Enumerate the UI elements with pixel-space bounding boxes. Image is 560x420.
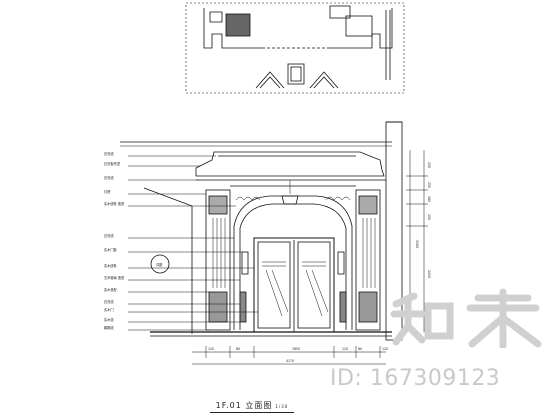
- carving-band: [235, 196, 351, 201]
- drawing-scale: 1/30: [275, 404, 289, 409]
- bottom-dimension: 80: [358, 347, 362, 351]
- plan-chair-left: [255, 71, 285, 89]
- plan-table: [287, 63, 305, 85]
- right-sconce: [337, 251, 345, 275]
- callout-label: 实木线: [104, 317, 114, 322]
- bottom-dimension: 120: [382, 347, 388, 351]
- right-dimension: 250: [427, 182, 431, 188]
- plan-view: [185, 2, 405, 94]
- detail-bubble-label: 详图: [156, 262, 162, 267]
- total-dimension: 4170: [286, 359, 294, 363]
- plan-chair-right: [309, 71, 339, 89]
- pendant-lamp: [281, 195, 299, 205]
- right-pilaster: [355, 189, 381, 331]
- bottom-dimension: 1650: [292, 347, 300, 351]
- right-dimension: 150: [427, 162, 431, 168]
- plan-wall-left: [203, 8, 262, 49]
- right-pilaster-ornament-bottom: [358, 291, 378, 323]
- detail-bubble: [150, 254, 170, 274]
- left-pilaster: [205, 189, 231, 331]
- callout-label: 灯槽: [104, 189, 111, 194]
- door-right-leaf: [297, 241, 331, 329]
- ceiling-profile: [195, 151, 385, 177]
- watermark-logo: 知末: [390, 288, 542, 348]
- plan-cabinet-right: [345, 15, 373, 37]
- plan-small-block: [209, 11, 223, 23]
- callout-label: 石膏线: [104, 175, 114, 180]
- door-left-leaf: [257, 241, 291, 329]
- bottom-dimensions: 120 80 1650 120 80 120: [208, 347, 388, 351]
- drawing-title: 1F.01 立面图: [215, 401, 273, 410]
- left-pilaster-ornament-top: [208, 195, 228, 215]
- right-dimension: 180: [427, 196, 431, 202]
- door-transoms: [262, 261, 326, 267]
- left-pilaster-ornament-bottom: [208, 291, 228, 323]
- elevation-view: [120, 121, 428, 365]
- right-pilaster-grooves: [362, 218, 376, 288]
- bottom-dimension: 120: [208, 347, 214, 351]
- leader-lines: [128, 155, 258, 331]
- left-pilaster-grooves: [212, 218, 226, 288]
- callout-label: 实木线条 造型: [104, 201, 125, 206]
- left-side-panel: [239, 291, 247, 323]
- callout-label: 实木门: [104, 307, 114, 312]
- callout-label: 石膏板吊顶: [104, 161, 121, 166]
- callout-label: 石膏线: [104, 233, 114, 238]
- plan-niche-right: [329, 5, 351, 19]
- callout-label: 实木造型: [104, 287, 118, 292]
- watermark-id: ID: 167309123: [330, 366, 501, 391]
- plan-column-left: [225, 13, 251, 37]
- left-sconce: [241, 251, 249, 275]
- dim-ticks-bottom: [205, 346, 381, 358]
- bottom-dimension: 80: [236, 347, 240, 351]
- callout-label: 实木门套: [104, 247, 118, 252]
- callout-label: 石膏线: [104, 299, 114, 304]
- callout-label: 艺术玻璃 造型: [104, 275, 125, 280]
- plan-boundary: [185, 2, 405, 94]
- door-glass-hatch: [265, 269, 329, 317]
- plan-wall-right: [330, 8, 393, 49]
- callout-label: 石膏线: [104, 151, 114, 156]
- callout-label: 踢脚线: [104, 325, 114, 330]
- right-dimension: 2450: [427, 270, 431, 278]
- bottom-dimension: 120: [342, 347, 348, 351]
- right-pilaster-ornament-top: [358, 195, 378, 215]
- overall-height-dimension: 3100: [415, 240, 419, 248]
- title-underline: [210, 412, 294, 413]
- right-dimension: 150: [427, 214, 431, 220]
- callout-label: 实木线条: [104, 263, 118, 268]
- right-side-panel: [339, 291, 347, 323]
- plan-side-wall: [385, 10, 391, 80]
- dim-ticks-right: [406, 175, 428, 315]
- plan-table-inner: [290, 66, 302, 82]
